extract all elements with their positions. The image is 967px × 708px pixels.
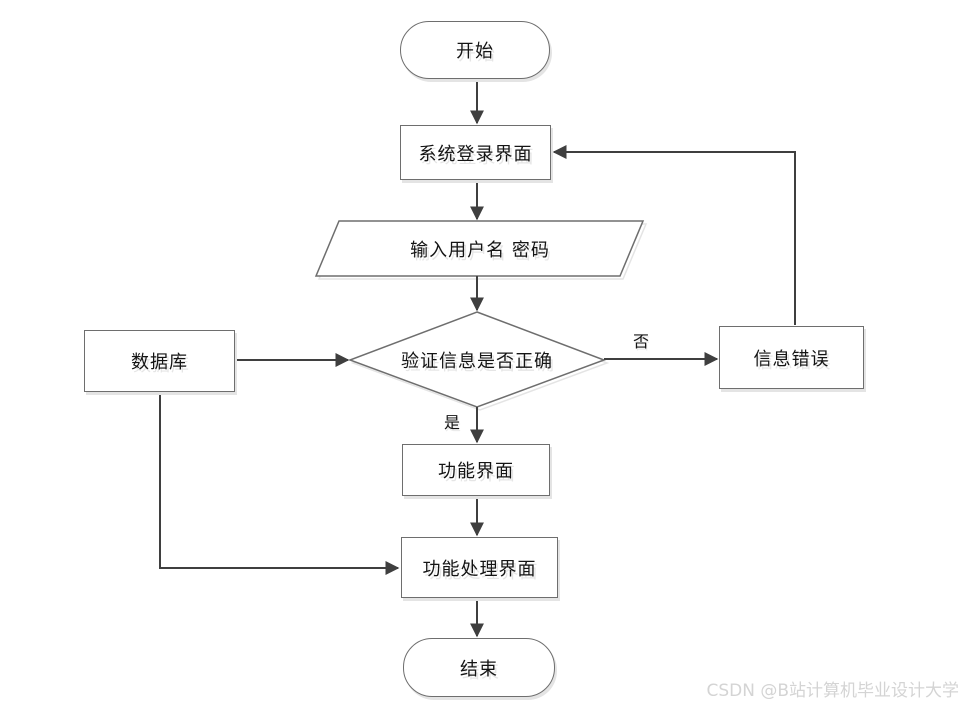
edge-database-procfunc	[159, 392, 400, 575]
edge-label-no: 否	[633, 332, 650, 351]
edge-label-yes: 是	[444, 413, 461, 432]
node-function-processing-screen: 功能处理界面	[401, 537, 558, 598]
node-function-screen: 功能界面	[402, 444, 550, 496]
csdn-watermark: CSDN @B站计算机毕业设计大学	[706, 681, 959, 701]
node-end: 结束	[403, 638, 555, 697]
edge-error-login-loop	[552, 145, 796, 325]
node-input-credentials-label: 输入用户名 密码	[410, 239, 550, 261]
node-verify-decision-label: 验证信息是否正确	[401, 350, 553, 372]
node-info-error: 信息错误	[719, 326, 864, 389]
io-shape	[314, 220, 645, 277]
node-login-screen: 系统登录界面	[400, 125, 551, 180]
node-database: 数据库	[84, 330, 235, 392]
node-start: 开始	[400, 21, 550, 79]
